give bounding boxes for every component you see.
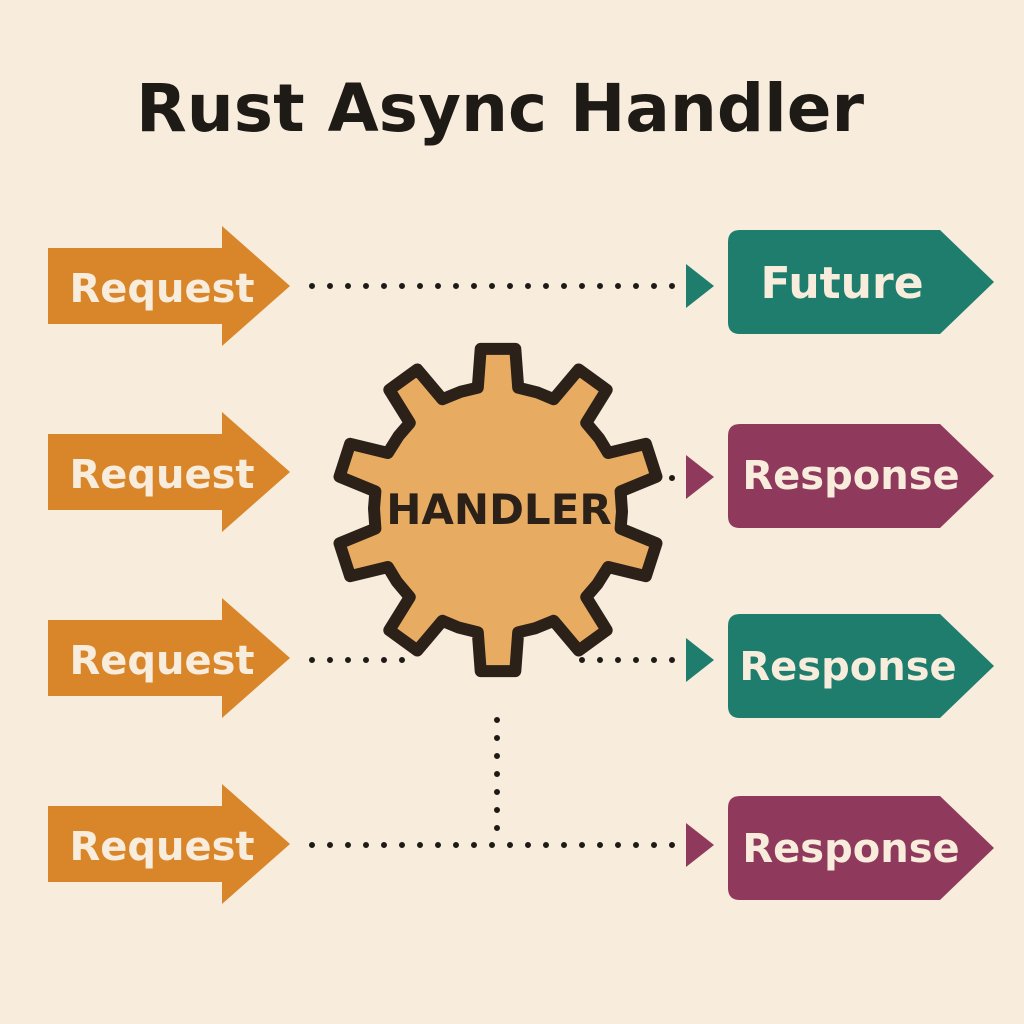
output-label: Future [760,258,923,309]
request-arrow-shape [48,598,290,718]
request-arrow-shape [48,412,290,532]
request-arrow-2: Request [48,412,290,532]
request-arrows: Request Request Request Request [48,226,290,904]
request-label: Request [69,824,254,870]
tag-shape [728,796,994,900]
handler-label: HANDLER [386,485,611,534]
output-label: Response [739,644,956,690]
request-label: Request [69,452,254,498]
request-label: Request [69,266,254,312]
tag-shape [728,230,994,334]
diagram-title: Rust Async Handler [135,70,865,147]
output-tag-response-2: Response [728,614,994,718]
output-label: Response [742,453,959,499]
request-label: Request [69,638,254,684]
gear-icon [333,342,663,678]
request-arrow-3: Request [48,598,290,718]
output-label: Response [742,826,959,872]
tag-shape [728,614,994,718]
arrowhead-icon [686,264,714,308]
output-tag-response-3: Response [728,796,994,900]
output-tag-future: Future [728,230,994,334]
arrowhead-icon [686,823,714,867]
request-arrow-4: Request [48,784,290,904]
connectors [309,283,681,848]
request-arrow-shape [48,226,290,346]
arrowheads [686,264,714,867]
handler-gear: HANDLER [333,342,663,678]
tag-shape [728,424,994,528]
request-arrow-1: Request [48,226,290,346]
output-tag-response-1: Response [728,424,994,528]
request-arrow-shape [48,784,290,904]
arrowhead-icon [686,455,714,499]
output-tags: Future Response Response Response [728,230,994,900]
arrowhead-icon [686,638,714,682]
